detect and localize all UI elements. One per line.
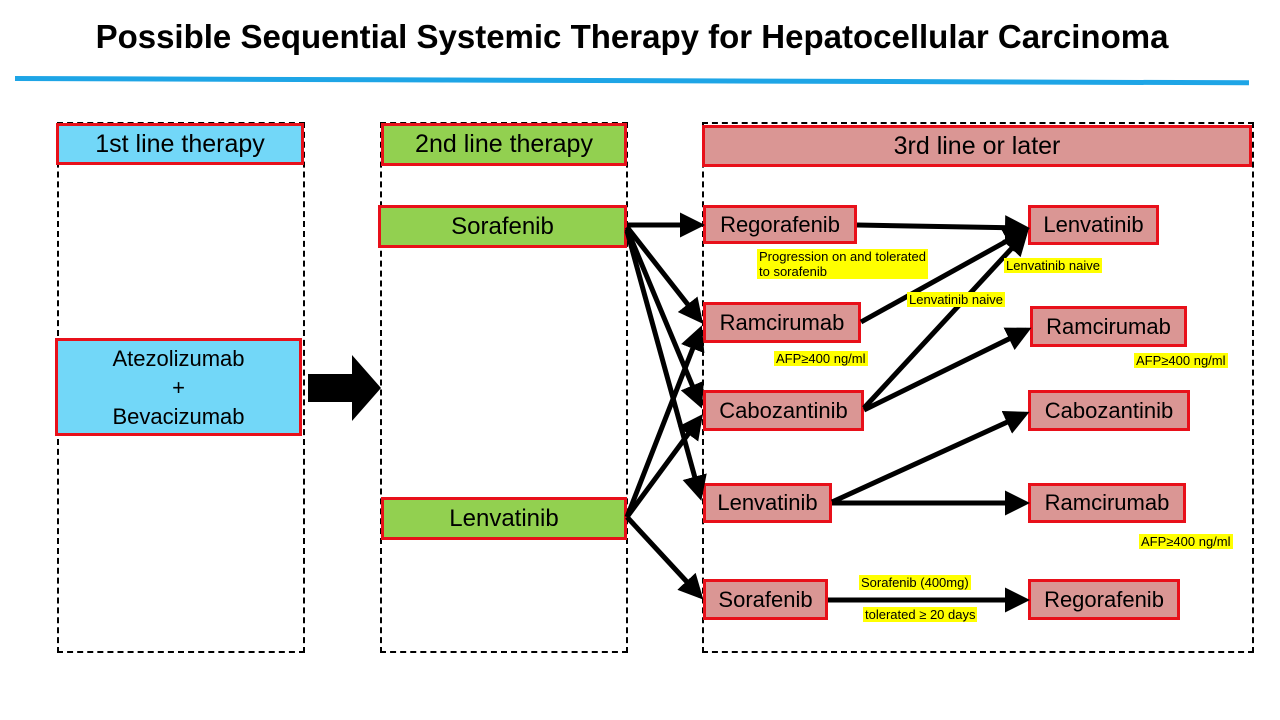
arrow-sorafenib-cabozantinib	[624, 228, 704, 409]
later-ramcirumab-2: Ramcirumab	[1028, 483, 1186, 523]
second-line-sorafenib: Sorafenib	[378, 205, 627, 248]
note-lenvatinib-naive-a: Lenvatinib naive	[1004, 258, 1102, 273]
later-lenvatinib: Lenvatinib	[1028, 205, 1159, 245]
third-line-lenvatinib: Lenvatinib	[703, 483, 832, 523]
later-cabozantinib: Cabozantinib	[1028, 390, 1190, 431]
third-line-regorafenib: Regorafenib	[703, 205, 857, 244]
arrow-regorafenib-lenvatinib	[856, 215, 1030, 241]
arrow-sorafenib-ramcirumab	[625, 225, 704, 324]
note-sorafenib-dose: Sorafenib (400mg)	[859, 575, 971, 590]
note-afp-b: AFP≥400 ng/ml	[1134, 353, 1228, 368]
third-line-sorafenib: Sorafenib	[703, 579, 828, 620]
note-afp-a: AFP≥400 ng/ml	[774, 351, 868, 366]
arrow-cabozantinib-lenvatinib	[862, 230, 1029, 410]
block-arrow	[308, 355, 381, 421]
atezolizumab-bevacizumab-box: Atezolizumab + Bevacizumab	[55, 338, 302, 436]
arrow-sorafenib-lenvatinib	[624, 230, 707, 501]
atezolizumab-label: Atezolizumab	[112, 345, 245, 371]
note-lenvatinib-naive-b: Lenvatinib naive	[907, 292, 1005, 307]
later-ramcirumab: Ramcirumab	[1030, 306, 1187, 347]
first-line-header: 1st line therapy	[56, 123, 304, 165]
later-regorafenib: Regorafenib	[1028, 579, 1180, 620]
arrow-lenvatinib-ramcirumab	[624, 325, 705, 518]
note-progression: Progression on and tolerated to sorafeni…	[757, 249, 928, 279]
third-line-header: 3rd line or later	[702, 125, 1252, 167]
third-line-cabozantinib: Cabozantinib	[703, 390, 864, 431]
third-line-ramcirumab: Ramcirumab	[703, 302, 861, 343]
arrow-cabozantinib-ramcirumab	[862, 327, 1032, 413]
arrow-lenvatinib-sorafenib	[625, 515, 704, 600]
page-title: Possible Sequential Systemic Therapy for…	[95, 18, 1169, 55]
second-line-lenvatinib: Lenvatinib	[381, 497, 627, 540]
bevacizumab-label: Bevacizumab	[112, 403, 245, 429]
note-progression-line1: Progression on and tolerated	[759, 249, 926, 264]
note-afp-c: AFP≥400 ng/ml	[1139, 534, 1233, 549]
note-progression-line2: to sorafenib	[759, 264, 827, 279]
arrow-lenvatinib-cabozantinib	[624, 413, 703, 519]
plus-label: +	[172, 374, 185, 400]
arrow-ramcirumab-lenvatinib	[859, 228, 1030, 325]
note-tolerated: tolerated ≥ 20 days	[863, 607, 978, 622]
second-line-header: 2nd line therapy	[381, 123, 627, 166]
arrow-lenvatinib-cabozantinib-later	[830, 410, 1030, 505]
